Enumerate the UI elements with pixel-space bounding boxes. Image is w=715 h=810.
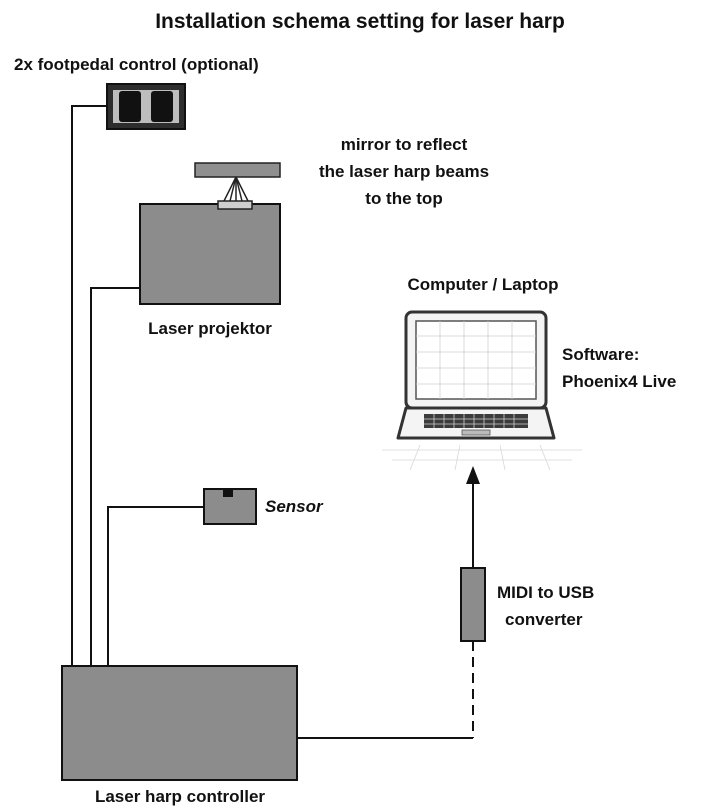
connection-wires [71, 105, 473, 739]
controller-label: Laser harp controller [95, 787, 265, 806]
mirror-label-line-1: mirror to reflect [341, 135, 468, 154]
midi-usb-converter [460, 567, 486, 642]
laser-projector [139, 200, 281, 305]
mirror-icon [194, 162, 281, 202]
software-label-line-2: Phoenix4 Live [562, 372, 676, 391]
computer-label: Computer / Laptop [407, 275, 558, 294]
converter-label-line-2: converter [505, 610, 583, 629]
laser-harp-controller [61, 665, 298, 781]
footpedal-icon [106, 83, 186, 130]
software-label-line-1: Software: [562, 345, 639, 364]
converter-label-line-1: MIDI to USB [497, 583, 594, 602]
mirror-label-line-3: to the top [365, 189, 442, 208]
sensor [203, 488, 257, 525]
diagram-title: Installation schema setting for laser ha… [155, 10, 565, 33]
projector-label: Laser projektor [148, 319, 272, 338]
footpedal-label: 2x footpedal control (optional) [14, 55, 259, 74]
sensor-label: Sensor [265, 497, 324, 516]
arrow-up-icon [466, 466, 480, 568]
laptop-icon [382, 310, 582, 471]
mirror-label-line-2: the laser harp beams [319, 162, 489, 181]
